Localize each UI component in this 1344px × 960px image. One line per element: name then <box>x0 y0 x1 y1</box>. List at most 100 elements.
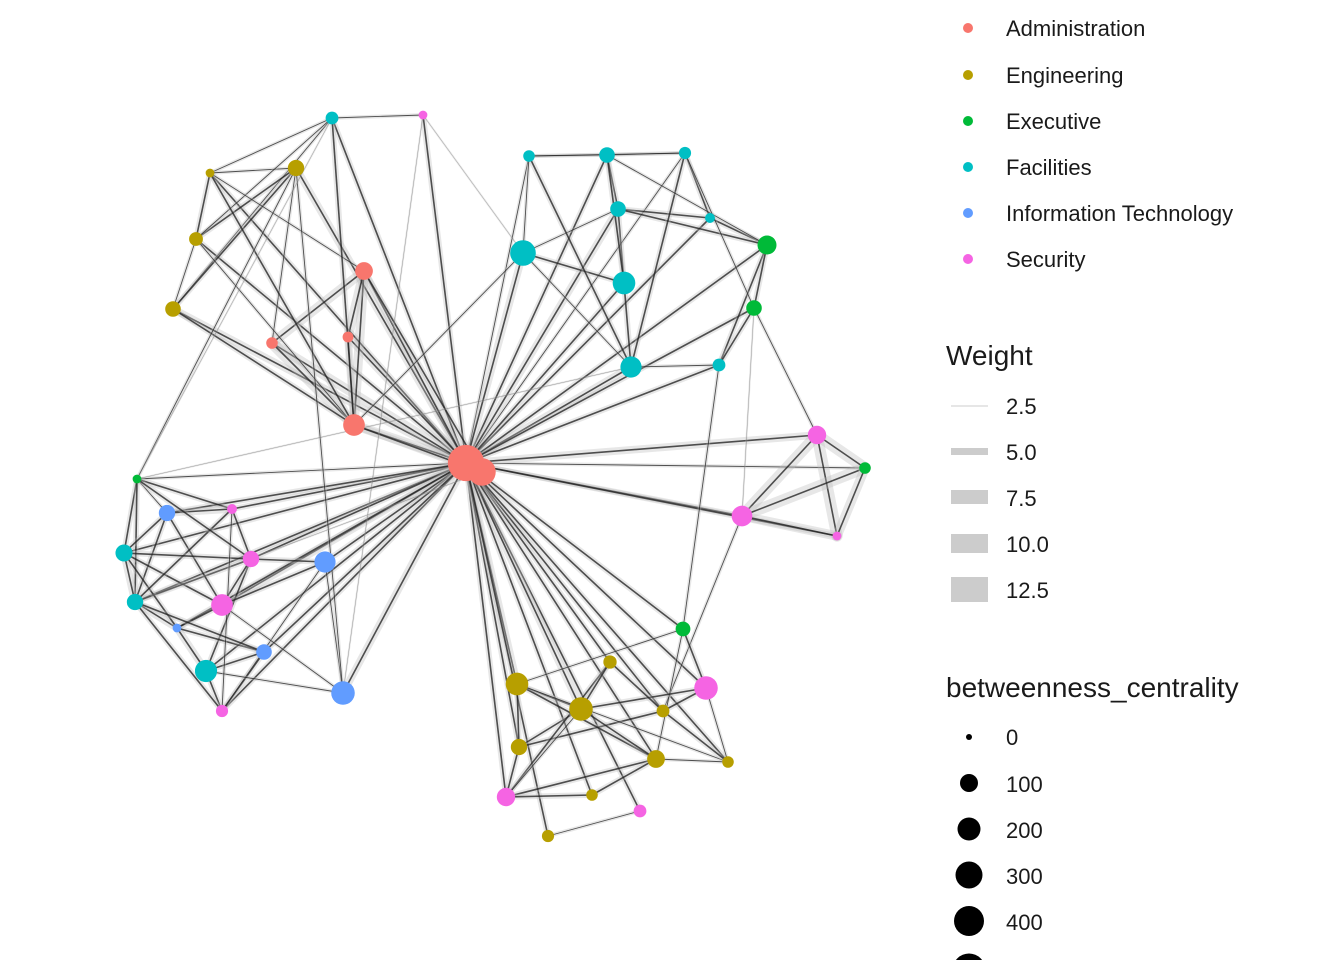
weight-legend: Weight 2.5 5.0 7.5 10.0 12.5 <box>946 340 1049 603</box>
legend-key-executive <box>963 116 973 126</box>
edge-e6-s6 <box>505 708 582 798</box>
node-e12 <box>541 829 555 843</box>
edge-f10-x4 <box>682 364 720 630</box>
node-s2 <box>807 425 827 445</box>
node-s10 <box>211 594 233 616</box>
weight-key-1 <box>951 405 988 407</box>
edge-s2-s4 <box>816 434 838 537</box>
edge-e5-e13 <box>516 683 729 763</box>
edge-x4-e5 <box>516 628 684 685</box>
edge-a5-a6 <box>347 270 365 338</box>
edge-e13-s5 <box>705 687 729 763</box>
edge-a1-f8 <box>465 282 625 464</box>
legend-label-engineering: Engineering <box>1006 63 1123 88</box>
edge-e3-a3 <box>209 172 355 426</box>
betweenness-label-2: 100 <box>1006 772 1043 797</box>
edge-a1-f2 <box>465 155 530 464</box>
weight-legend-title: Weight <box>946 340 1033 371</box>
betweenness-key-3 <box>957 817 981 841</box>
nodes-layer <box>115 110 871 843</box>
edge-a1-s7 <box>465 462 641 812</box>
node-e1 <box>165 301 181 317</box>
edge-a1-e10 <box>465 462 657 760</box>
node-s5 <box>694 676 718 700</box>
node-s4 <box>832 531 842 541</box>
edge-f3-f8 <box>606 154 625 284</box>
edge-e6-s5 <box>580 687 707 710</box>
edge-f4-f6 <box>684 152 711 219</box>
node-e4 <box>287 159 305 177</box>
node-s1 <box>418 110 428 120</box>
edge-f1-s1 <box>331 114 424 119</box>
edge-f7-f9 <box>522 252 632 368</box>
weight-label-2: 5.0 <box>1006 440 1037 465</box>
edge-a1-a5 <box>363 270 467 464</box>
node-e2 <box>189 232 203 246</box>
edge-e7-e9 <box>518 710 664 748</box>
edge-s10-i5 <box>221 604 344 694</box>
node-a2 <box>468 458 496 486</box>
edge-i3-i4 <box>176 627 265 653</box>
betweenness-label-5: 400 <box>1006 910 1043 935</box>
edge-e9-e13 <box>662 710 729 763</box>
edge-e10-e11 <box>591 758 657 796</box>
edge-a5-a4 <box>271 270 365 344</box>
group-legend: Administration Engineering Executive Fac… <box>963 16 1233 272</box>
edge-a1-i2 <box>324 462 467 563</box>
weight-label-3: 7.5 <box>1006 486 1037 511</box>
edge-e1-e4 <box>172 167 297 310</box>
edge-a1-f13 <box>205 462 467 672</box>
edge-a1-e1 <box>172 308 467 464</box>
edge-a1-f5 <box>465 208 619 464</box>
edge-halo-x5-f9 <box>136 366 632 480</box>
edge-f9-f10 <box>630 364 720 368</box>
edge-s9-i2 <box>250 558 326 563</box>
edge-a1-x1 <box>465 244 768 464</box>
edge-f12-i3 <box>134 601 178 629</box>
edge-x2-s2 <box>753 307 818 436</box>
edge-a1-f9 <box>465 366 632 464</box>
legend-label-information-technology: Information Technology <box>1006 201 1233 226</box>
edge-halo-a2-f12 <box>134 471 483 603</box>
edge-a1-s6 <box>465 462 507 798</box>
edge-f13-s9 <box>205 558 252 672</box>
edge-s2-x3 <box>816 434 866 469</box>
edge-a1-x3 <box>465 462 866 469</box>
betweenness-key-6 <box>955 953 983 960</box>
edge-f7-f8 <box>522 252 625 284</box>
node-i4 <box>256 644 272 660</box>
edge-e10-s6 <box>505 758 657 798</box>
edge-f12-s11 <box>134 601 223 712</box>
node-s8 <box>227 504 237 514</box>
edge-f1-x5 <box>136 117 333 480</box>
node-a3 <box>343 414 365 436</box>
edge-halo-x2-s3 <box>741 307 755 517</box>
node-f13 <box>194 659 218 683</box>
node-f7 <box>510 240 536 266</box>
weight-key-2 <box>951 448 988 455</box>
edge-a1-x4 <box>465 462 684 630</box>
edge-i4-s11 <box>221 651 265 712</box>
edge-s3-s4 <box>741 515 838 537</box>
weight-label-5: 12.5 <box>1006 578 1049 603</box>
weight-key-4 <box>951 534 988 553</box>
betweenness-label-3: 200 <box>1006 818 1043 843</box>
betweenness-label-1: 0 <box>1006 725 1018 750</box>
edge-x2-s3 <box>741 307 755 517</box>
node-a4 <box>266 337 278 349</box>
node-e6 <box>569 697 593 721</box>
node-x5 <box>132 474 142 484</box>
edge-halo-s1-i5 <box>342 114 424 694</box>
edge-a1-a6 <box>347 336 467 464</box>
node-f1 <box>325 111 339 125</box>
edge-a2-a5 <box>363 270 483 473</box>
weight-label-1: 2.5 <box>1006 394 1037 419</box>
edge-x1-f6 <box>709 217 768 246</box>
node-f6 <box>705 213 715 223</box>
edge-i2-i5 <box>324 561 344 694</box>
edge-i5-f13 <box>205 670 344 694</box>
edge-a1-i5 <box>342 462 467 694</box>
betweenness-key-4 <box>955 861 983 889</box>
betweenness-legend-title: betweenness_centrality <box>946 672 1239 703</box>
edge-e4-e3 <box>209 167 297 174</box>
